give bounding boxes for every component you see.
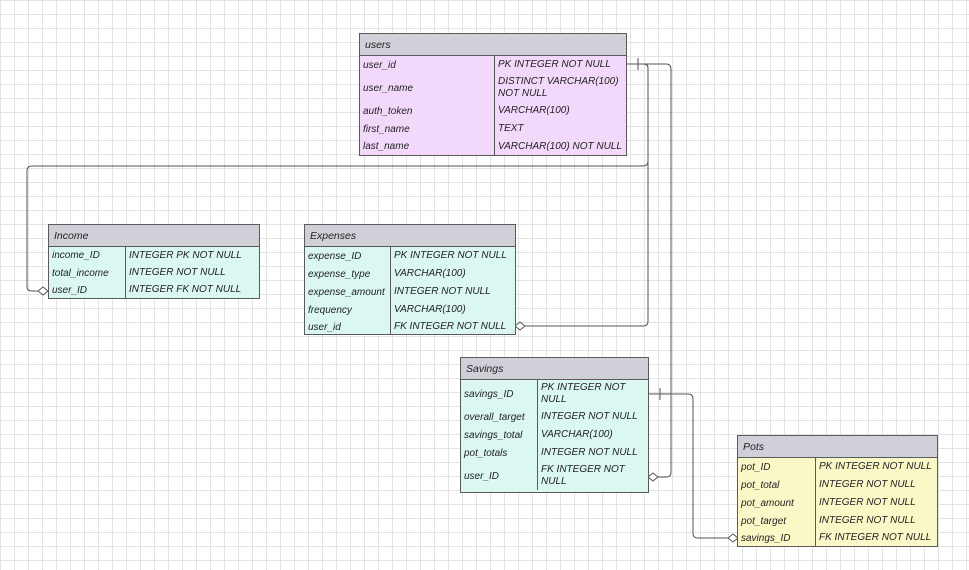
field-type: INTEGER NOT NULL xyxy=(819,497,916,508)
connector-savings-pots xyxy=(648,393,737,539)
entity-income[interactable]: Income income_ID INTEGER PK NOT NULL tot… xyxy=(48,224,260,299)
pots-row-pot-total: pot_total INTEGER NOT NULL xyxy=(738,476,937,494)
many-marker-income xyxy=(37,286,49,296)
field-name: last_name xyxy=(360,138,495,155)
entity-income-title: Income xyxy=(49,225,259,247)
field-type: INTEGER NOT NULL xyxy=(541,447,638,458)
field-name: pot_target xyxy=(738,512,816,530)
users-row-first-name: first_name TEXT xyxy=(360,120,626,138)
field-name: user_ID xyxy=(49,282,126,298)
field-type: PK INTEGER NOT NULL xyxy=(541,382,626,405)
field-type: INTEGER NOT NULL xyxy=(129,267,226,278)
field-type: PK INTEGER NOT NULL xyxy=(498,59,611,70)
field-type: VARCHAR(100) xyxy=(498,105,570,116)
savings-row-savings-total: savings_total VARCHAR(100) xyxy=(461,426,648,444)
users-row-last-name: last_name VARCHAR(100) NOT NULL xyxy=(360,138,626,155)
field-name: savings_ID xyxy=(738,530,816,546)
entity-users-title: users xyxy=(360,34,626,56)
many-marker-expenses xyxy=(514,321,526,331)
pots-row-pot-amount: pot_amount INTEGER NOT NULL xyxy=(738,494,937,512)
field-type: INTEGER PK NOT NULL xyxy=(129,249,242,261)
field-type: FK INTEGER NOT NULL xyxy=(541,464,625,487)
field-type: DISTINCT VARCHAR(100) NOT NULL xyxy=(498,76,619,99)
field-type: INTEGER FK NOT NULL xyxy=(129,284,242,295)
field-name: first_name xyxy=(360,120,495,138)
entity-expenses[interactable]: Expenses expense_ID PK INTEGER NOT NULL … xyxy=(304,224,516,335)
field-type: VARCHAR(100) xyxy=(541,429,613,440)
expenses-row-expense-type: expense_type VARCHAR(100) xyxy=(305,265,515,283)
field-name: user_id xyxy=(305,319,391,335)
entity-pots[interactable]: Pots pot_ID PK INTEGER NOT NULL pot_tota… xyxy=(737,435,938,547)
field-name: frequency xyxy=(305,301,391,319)
savings-row-user-id: user_ID FK INTEGER NOT NULL xyxy=(461,462,648,490)
entity-savings[interactable]: Savings savings_ID PK INTEGER NOT NULL o… xyxy=(460,357,649,493)
field-name: total_income xyxy=(49,264,126,282)
field-type: TEXT xyxy=(498,123,524,134)
users-row-auth-token: auth_token VARCHAR(100) xyxy=(360,102,626,120)
field-name: pot_totals xyxy=(461,444,538,462)
expenses-row-expense-amount: expense_amount INTEGER NOT NULL xyxy=(305,283,515,301)
income-row-user-id: user_ID INTEGER FK NOT NULL xyxy=(49,282,259,298)
income-row-income-id: income_ID INTEGER PK NOT NULL xyxy=(49,247,259,264)
entity-expenses-title: Expenses xyxy=(305,225,515,247)
expenses-row-expense-id: expense_ID PK INTEGER NOT NULL xyxy=(305,247,515,265)
field-type: VARCHAR(100) NOT NULL xyxy=(498,140,622,152)
field-name: pot_total xyxy=(738,476,816,494)
field-type: PK INTEGER NOT NULL xyxy=(394,250,507,261)
field-type: VARCHAR(100) xyxy=(394,304,466,315)
field-type: FK INTEGER NOT NULL xyxy=(819,532,932,543)
field-type: INTEGER NOT NULL xyxy=(819,515,916,526)
expenses-row-user-id: user_id FK INTEGER NOT NULL xyxy=(305,319,515,335)
pots-row-savings-id: savings_ID FK INTEGER NOT NULL xyxy=(738,530,937,546)
savings-row-pot-totals: pot_totals INTEGER NOT NULL xyxy=(461,444,648,462)
field-name: expense_amount xyxy=(305,283,391,301)
entity-users[interactable]: users user_id PK INTEGER NOT NULL user_n… xyxy=(359,33,627,156)
field-name: savings_ID xyxy=(461,380,538,408)
entity-savings-title: Savings xyxy=(461,358,648,380)
field-name: pot_amount xyxy=(738,494,816,512)
field-type: INTEGER NOT NULL xyxy=(819,479,916,490)
expenses-row-frequency: frequency VARCHAR(100) xyxy=(305,301,515,319)
field-name: auth_token xyxy=(360,102,495,120)
field-name: expense_type xyxy=(305,265,391,283)
field-type: PK INTEGER NOT NULL xyxy=(819,461,932,472)
entity-pots-title: Pots xyxy=(738,436,937,458)
income-row-total-income: total_income INTEGER NOT NULL xyxy=(49,264,259,282)
field-name: user_ID xyxy=(461,462,538,490)
field-name: user_name xyxy=(360,74,495,102)
field-name: pot_ID xyxy=(738,458,816,476)
field-type: FK INTEGER NOT NULL xyxy=(394,321,507,332)
savings-row-overall-target: overall_target INTEGER NOT NULL xyxy=(461,408,648,426)
field-name: expense_ID xyxy=(305,247,391,265)
field-type: INTEGER NOT NULL xyxy=(394,286,491,297)
users-row-user-name: user_name DISTINCT VARCHAR(100) NOT NULL xyxy=(360,74,626,102)
field-name: overall_target xyxy=(461,408,538,426)
savings-row-savings-id: savings_ID PK INTEGER NOT NULL xyxy=(461,380,648,408)
field-type: VARCHAR(100) xyxy=(394,268,466,279)
field-name: user_id xyxy=(360,56,495,74)
pots-row-pot-target: pot_target INTEGER NOT NULL xyxy=(738,512,937,530)
field-type: INTEGER NOT NULL xyxy=(541,411,638,422)
field-name: income_ID xyxy=(49,247,126,264)
field-name: savings_total xyxy=(461,426,538,444)
users-row-user-id: user_id PK INTEGER NOT NULL xyxy=(360,56,626,74)
pots-row-pot-id: pot_ID PK INTEGER NOT NULL xyxy=(738,458,937,476)
many-marker-savings xyxy=(647,472,659,482)
